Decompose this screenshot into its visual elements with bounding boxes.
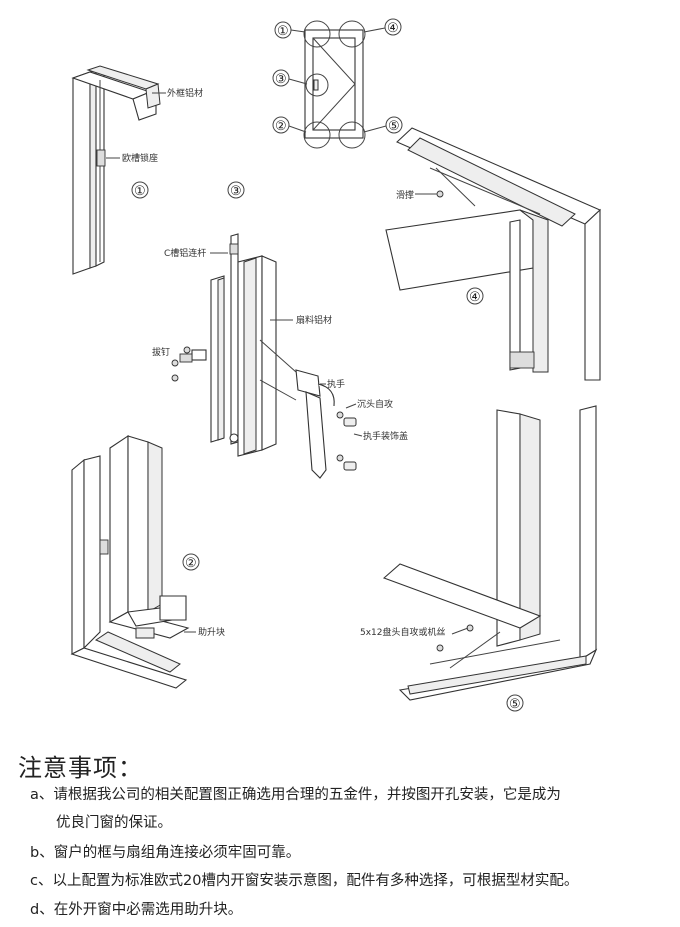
label-lift-block: 助升块 xyxy=(198,626,225,638)
detail-marker-4: ④ xyxy=(469,290,481,305)
detail-2-lift-block: 助升块 ② xyxy=(70,434,225,689)
note-c-text: 以上配置为标准欧式20槽内开窗安装示意图，配件有多种选择，可根据型材实配。 xyxy=(52,873,579,889)
overview-marker-1: ① xyxy=(277,24,289,39)
label-sash-profile: 扇料铝材 xyxy=(296,314,332,326)
note-b: b、窗户的框与扇组角连接必须牢固可靠。 xyxy=(30,841,300,862)
detail-4-friction-stay: 滑撑 ④ xyxy=(385,127,601,381)
label-handle-cover: 执手装饰盖 xyxy=(363,430,408,442)
overview-marker-3: ③ xyxy=(275,72,287,87)
label-countersunk-screw: 沉头自攻 xyxy=(357,398,393,410)
note-b-text: 窗户的框与扇组角连接必须牢固可靠。 xyxy=(53,845,301,861)
label-handle: 执手 xyxy=(327,378,345,390)
note-d-prefix: d、 xyxy=(30,902,54,918)
detail-marker-3: ③ xyxy=(230,184,242,199)
overview-marker-4: ④ xyxy=(387,21,399,36)
detail-marker-1: ① xyxy=(134,184,146,199)
detail-marker-2: ② xyxy=(185,556,197,571)
label-outer-frame: 外框铝材 xyxy=(167,87,203,99)
note-d: d、在外开窗中必需选用助升块。 xyxy=(30,898,242,919)
note-a-continuation: 优良门窗的保证。 xyxy=(56,815,172,831)
note-d-text: 在外开窗中必需选用助升块。 xyxy=(53,902,243,918)
note-b-prefix: b、 xyxy=(30,845,54,861)
detail-marker-5: ⑤ xyxy=(509,697,521,712)
note-c: c、以上配置为标准欧式20槽内开窗安装示意图，配件有多种选择，可根据型材实配。 xyxy=(30,869,578,890)
detail-5-bottom-stay: 5x12盘头自攻或机丝 ⑤ xyxy=(360,405,598,712)
window-overview-schematic: ① ④ ③ ② ⑤ xyxy=(272,18,403,149)
label-euro-lock-seat: 欧槽锁座 xyxy=(122,152,158,164)
notes-title: 注意事项： xyxy=(18,754,143,782)
note-c-prefix: c、 xyxy=(30,873,53,889)
note-a-text: 请根据我公司的相关配置图正确选用合理的五金件，并按图开孔安装，它是成为 xyxy=(53,787,561,803)
label-c-connecting-rod: C槽铝连杆 xyxy=(164,247,206,259)
label-pull-nail: 拔钉 xyxy=(152,346,170,358)
detail-3-handle-assembly: C槽铝连杆 扇料铝材 拔钉 执手 沉头自攻 执手装饰盖 xyxy=(152,233,408,479)
detail-1-frame-lock-seat: 外框铝材 欧槽锁座 ① xyxy=(71,65,203,275)
label-friction-stay-top: 滑撑 xyxy=(396,189,414,201)
label-pan-head-screw: 5x12盘头自攻或机丝 xyxy=(360,626,446,638)
note-a-prefix: a、 xyxy=(30,787,54,803)
window-hardware-diagram: ① ④ ③ ② ⑤ 外框铝材 欧槽锁座 ① ③ xyxy=(70,18,601,712)
note-a: a、请根据我公司的相关配置图正确选用合理的五金件，并按图开孔安装，它是成为 xyxy=(30,783,561,804)
overview-marker-5: ⑤ xyxy=(388,119,400,134)
overview-marker-2: ② xyxy=(275,119,287,134)
